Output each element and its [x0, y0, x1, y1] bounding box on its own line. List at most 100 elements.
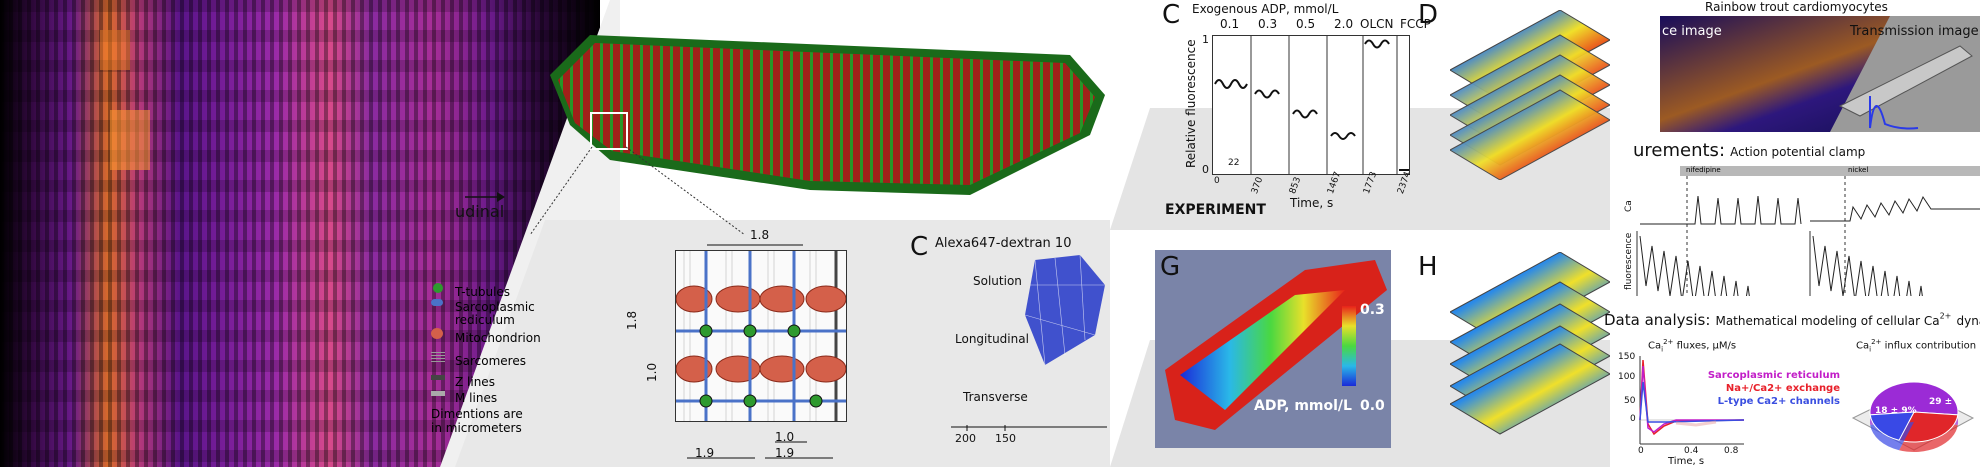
- condition-label: FCCP: [1400, 17, 1431, 31]
- ca-stack-d: [1450, 10, 1610, 180]
- image-right-label: Transmission image: [1850, 24, 1979, 39]
- panel-b: udinal T-tubules Sarcoplasmic rediculum …: [431, 0, 1110, 467]
- influx-title-tail: influx contribution: [1884, 340, 1977, 352]
- pie-label-sr: 53 ± 10%: [1898, 371, 1946, 381]
- dextran-tick-150: 150: [995, 432, 1016, 445]
- flux-series-ltype: [1639, 381, 1745, 423]
- flux-series-ncx-shade: [1675, 420, 1717, 427]
- panel-h-letter: H: [1418, 252, 1438, 282]
- sarcoplasmic-reticulum-icon: [431, 299, 443, 306]
- adp-colorbar: [1342, 306, 1356, 386]
- dextran-mesh: [1025, 255, 1105, 366]
- measure-heading: urements: Action potential clamp: [1633, 140, 1865, 161]
- panel-d: D: [1410, 0, 1610, 230]
- condition-label: 0.1: [1220, 17, 1240, 31]
- right-title: Rainbow trout cardiomyocytes: [1705, 0, 1888, 14]
- analysis-heading: Data analysis: Mathematical modeling of …: [1604, 310, 1980, 329]
- dim-top-arrow: [707, 244, 803, 246]
- axis-ca: Ca: [1624, 200, 1634, 212]
- arrow-icon: [465, 192, 505, 202]
- legend-label: Mitochondrion: [455, 331, 541, 345]
- xtick: 853: [1288, 175, 1304, 196]
- ca-stack-h: [1450, 252, 1610, 435]
- flux-title: Cai2+ fluxes, μM/s: [1648, 338, 1736, 353]
- analysis-head: Data analysis:: [1604, 311, 1711, 329]
- legend-label: Z lines: [455, 375, 495, 389]
- legend-ltype: L-type Ca2+ channels: [1717, 396, 1840, 407]
- zoom-square: [590, 112, 628, 150]
- flux-ytick: 50: [1624, 396, 1636, 406]
- recording-traces: [1636, 176, 1980, 296]
- flux-title-ca: Ca: [1648, 340, 1662, 352]
- panel-g: G 0.3 0.0 ADP, mmol/L: [1110, 230, 1410, 467]
- legend-row: rediculum: [455, 309, 515, 328]
- t-tubule-icon: [433, 283, 443, 293]
- measure-head: urements:: [1633, 140, 1726, 161]
- dim-bottom-mid: 1.0: [775, 430, 795, 444]
- adp-model-svg: [1165, 260, 1387, 430]
- dim-left-outer: 1.8: [625, 310, 639, 330]
- legend-ncx: Na+/Ca2+ exchange: [1725, 383, 1840, 394]
- panel-c-ylabel: Relative fluorescence: [1184, 39, 1198, 168]
- note-line: in micrometers: [431, 421, 522, 435]
- xtick: 0: [1214, 176, 1220, 186]
- panel-c-lower-letter: C: [910, 232, 929, 262]
- flux-ytick: 0: [1630, 414, 1636, 424]
- legend-label: Sarcoplasmic: [455, 300, 535, 314]
- legend-row: Z lines: [431, 371, 495, 390]
- panel-h: H: [1410, 230, 1610, 467]
- pie-slice-ltype: [1869, 411, 1915, 441]
- legend-row: Sarcomeres: [431, 350, 526, 369]
- measure-sub: Action potential clamp: [1730, 145, 1866, 159]
- flux-title-sup: 2+: [1663, 338, 1674, 346]
- flux-ytick: 100: [1618, 372, 1636, 382]
- xtick: 370: [1250, 175, 1266, 196]
- analysis-sub: Mathematical modeling of cellular Ca: [1715, 314, 1940, 328]
- dextran-row-transverse: Transverse: [963, 390, 1028, 404]
- sarcomere-icon: [431, 352, 445, 362]
- adp-label: ADP, mmol/L: [1254, 398, 1352, 414]
- dextran-title: Alexa647-dextran 10: [935, 236, 1072, 251]
- condition-label: 0.5: [1296, 17, 1316, 31]
- scale-bar-label: 22: [1228, 158, 1240, 168]
- dextran-tick-200: 200: [955, 432, 976, 445]
- ytick-1: 1: [1202, 33, 1209, 46]
- panel-a-fluorescence-image: [0, 0, 600, 467]
- legend-label: T-tubules: [455, 285, 511, 299]
- pie-slice-sr: [1869, 381, 1959, 416]
- flux-legend: Sarcoplasmic reticulum Na+/Ca2+ exchange…: [1670, 369, 1840, 408]
- drug-bar-1: nifedipine: [1680, 166, 1878, 176]
- drug-bar-2: nickel: [1842, 166, 1980, 176]
- legend-label: Sarcomeres: [455, 354, 526, 368]
- dextran-axis: [951, 425, 1107, 431]
- pie-label-ncx: 29 ± 6%: [1929, 397, 1971, 407]
- influx-pie: [1851, 381, 1975, 452]
- legend-label: rediculum: [455, 313, 515, 327]
- cardiomyocyte-image: [550, 35, 1105, 195]
- z-line-icon: [431, 375, 445, 380]
- trout-image-svg: [1660, 16, 1980, 132]
- dim-left-inner: 1.0: [645, 362, 659, 382]
- dim-bottom-right: 1.9: [775, 446, 795, 460]
- legend-row: M lines: [431, 387, 497, 406]
- drug-label: nickel: [1848, 166, 1869, 174]
- dextran-row-longitudinal: Longitudinal: [955, 332, 1029, 346]
- flux-xlabel: Time, s: [1668, 456, 1705, 467]
- trace-frame: [1212, 35, 1410, 175]
- analysis-sup: 2+: [1939, 311, 1952, 321]
- panel-d-letter: D: [1418, 0, 1439, 30]
- panel-c-letter: C: [1162, 0, 1181, 30]
- flux-series-sr: [1639, 365, 1744, 433]
- condition-label: 0.3: [1258, 17, 1278, 31]
- pie-label-ltype: 18 ± 9%: [1875, 406, 1917, 416]
- xtick-labels: 0 370 853 1467 1773 2374: [1214, 170, 1414, 206]
- drug-label: nifedipine: [1686, 166, 1721, 174]
- dim-bottom-left: 1.9: [695, 446, 715, 460]
- dextran-row-solution: Solution: [973, 274, 1022, 288]
- analysis-tail: dynamics: [1956, 314, 1980, 328]
- influx-title-sub: i: [1869, 345, 1872, 354]
- influx-title: Cai2+ influx contribution: [1856, 338, 1976, 353]
- dim-top: 1.8: [750, 228, 770, 242]
- panel-right: Rainbow trout cardiomyocytes ce image Tr…: [1600, 0, 1980, 467]
- panel-c-footer: EXPERIMENT: [1165, 202, 1266, 218]
